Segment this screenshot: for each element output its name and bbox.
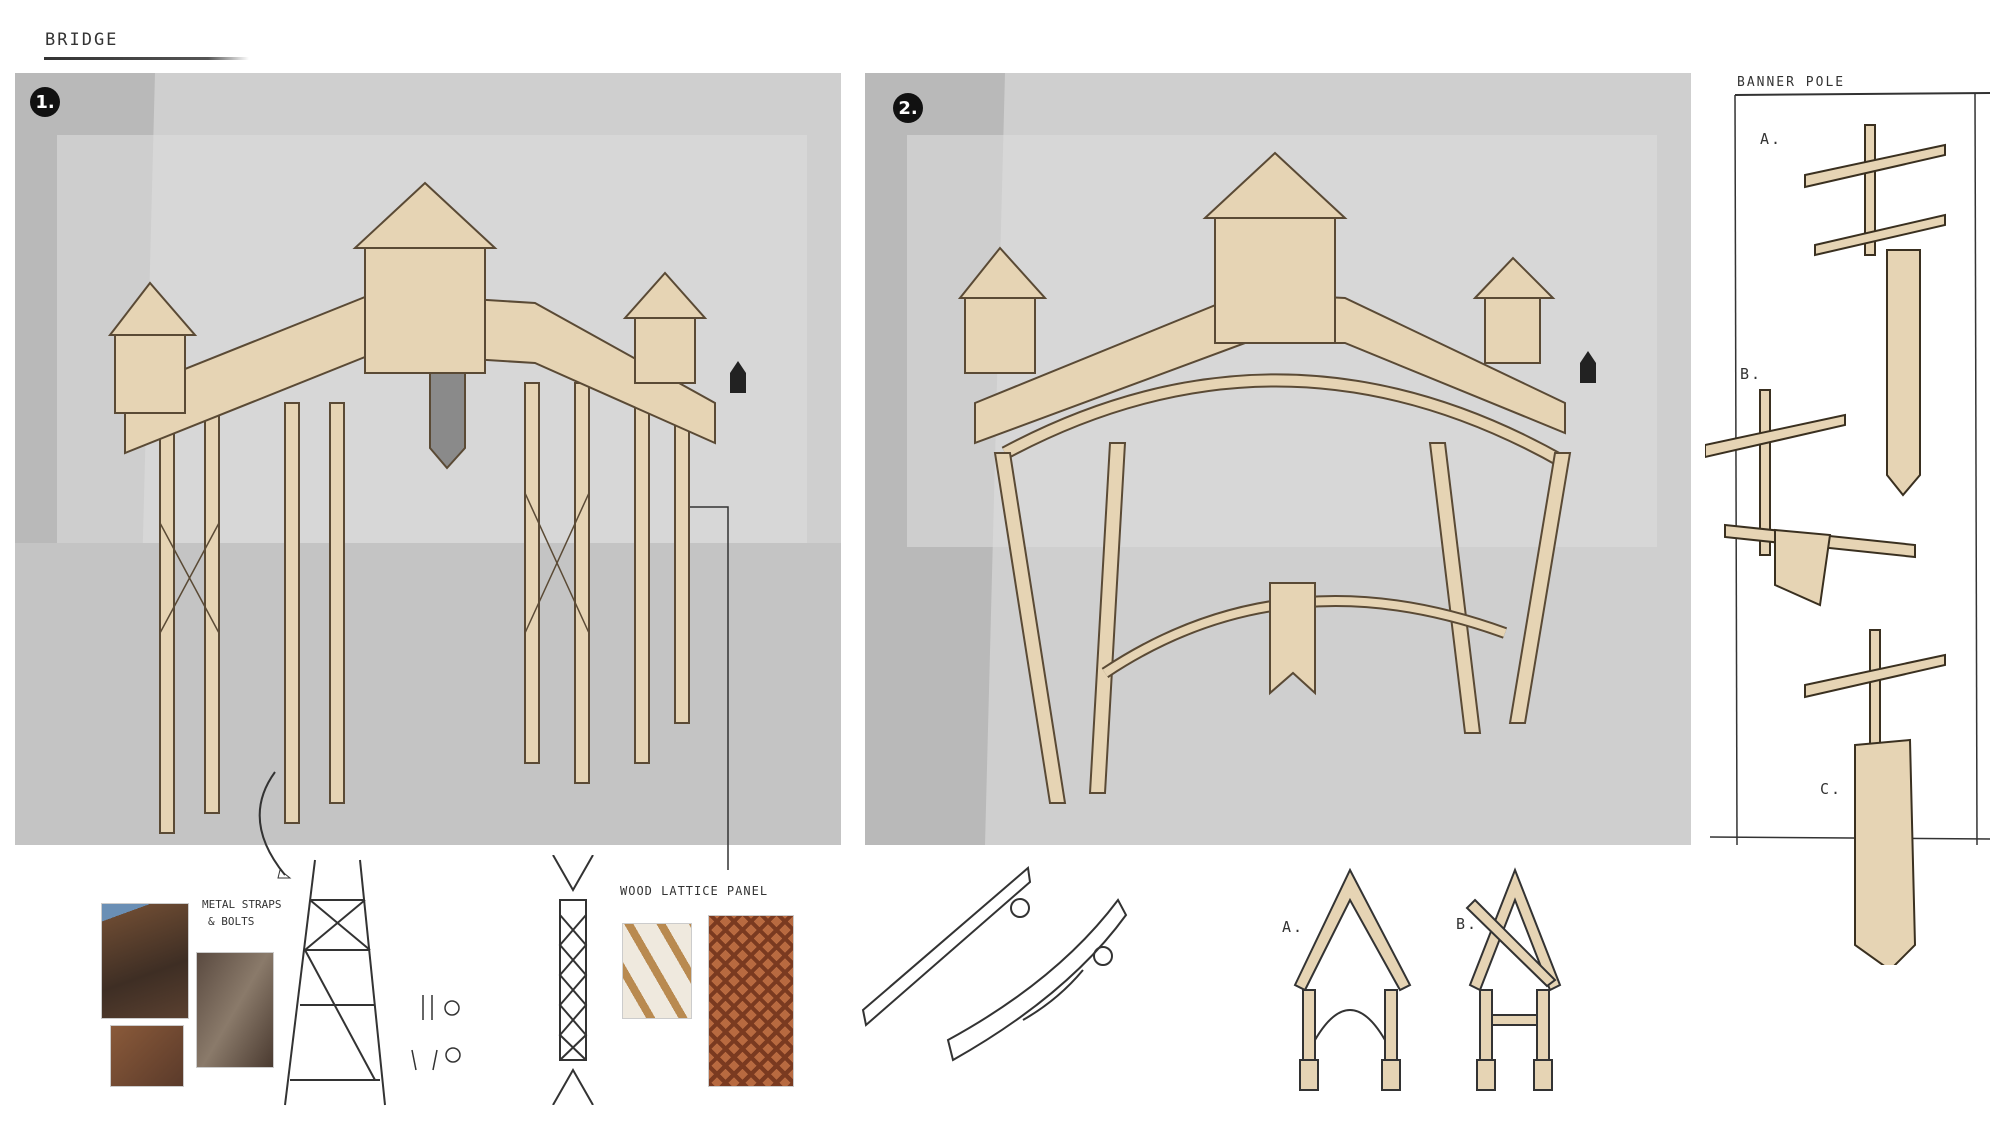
banner-pole-section: Banner Pole A. B. C.	[1705, 75, 1995, 965]
bridge-sketch-1	[15, 73, 841, 845]
bridge-sketch-2	[865, 73, 1691, 845]
gate-label-b: B.	[1456, 915, 1479, 933]
gate-label-a: A.	[1282, 918, 1305, 936]
sheet-title: Bridge	[45, 30, 119, 50]
tower-leg-sketch	[258, 771, 461, 1106]
reference-photo-timber-joint	[196, 952, 274, 1068]
title-underline	[44, 57, 249, 60]
beam-curvature-sketch	[861, 866, 1128, 1062]
variant-label-a: A.	[1760, 130, 1783, 148]
panel-number-badge: 1.	[30, 87, 60, 117]
lattice-label: Wood lattice panel	[620, 884, 769, 898]
banner-pole-sketches	[1705, 92, 1991, 965]
banner-pole-title: Banner Pole	[1737, 75, 1846, 90]
lattice-column-sketch	[552, 855, 594, 1105]
metal-straps-label: Metal straps	[202, 898, 282, 911]
panel-number-badge: 2.	[893, 93, 923, 123]
bolts-label: & bolts	[208, 915, 255, 928]
reference-photo-metal-strap	[101, 903, 189, 1019]
variant-label-c: C.	[1820, 780, 1843, 798]
bridge-concept-panel-1: 1.	[15, 73, 841, 845]
variant-label-b: B.	[1740, 365, 1763, 383]
callout-leader-line	[690, 506, 729, 870]
bridge-concept-panel-2: 2.	[865, 73, 1691, 845]
reference-photo-lattice-closeup	[622, 923, 692, 1019]
reference-photo-bolted-beam	[110, 1025, 184, 1087]
reference-photo-lattice-panel	[708, 915, 794, 1087]
gate-variants-sketch	[1293, 867, 1562, 1091]
